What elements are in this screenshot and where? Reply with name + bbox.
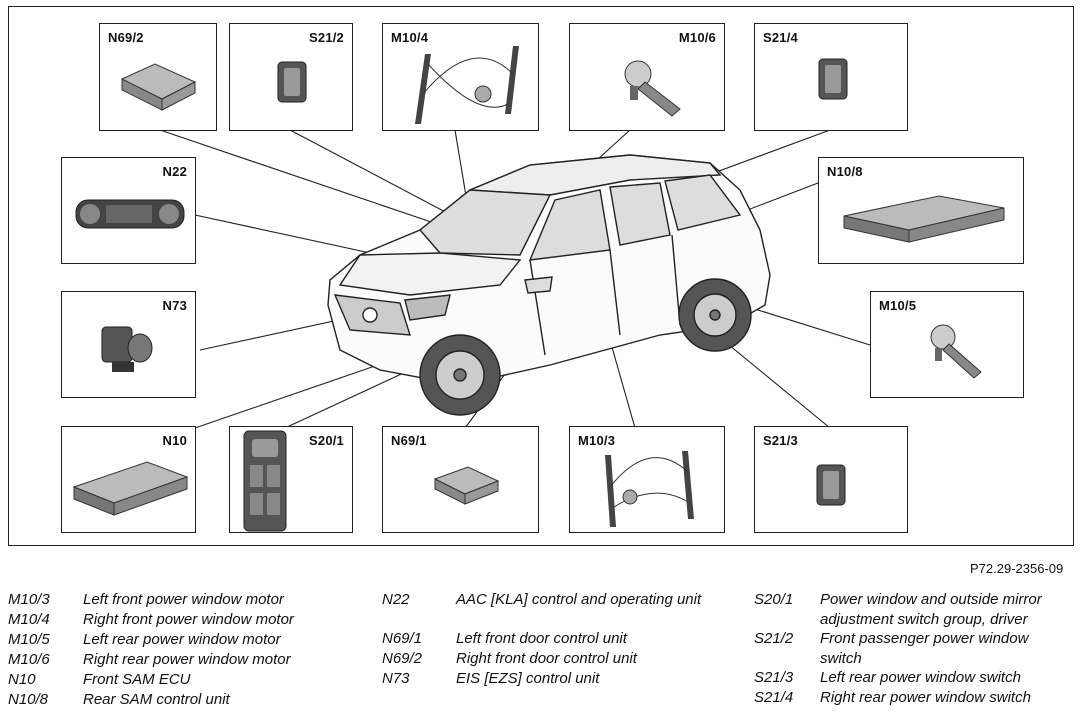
legend-row: S20/1 Power window and outside mirror adj… xyxy=(754,590,1084,629)
component-box-n69-1: N69/1 xyxy=(382,426,539,533)
component-box-n22: N22 xyxy=(61,157,196,264)
legend-row: N69/2 Right front door control unit xyxy=(382,649,722,669)
legend-desc: AAC [KLA] control and operating unit xyxy=(456,591,702,608)
component-box-s21-3: S21/3 xyxy=(754,426,908,533)
window-switch-icon xyxy=(816,464,846,506)
window-regulator-icon xyxy=(605,451,694,527)
legend-code: N69/1 xyxy=(382,630,423,647)
box-label: M10/4 xyxy=(391,30,429,45)
component-box-n69-2: N69/2 xyxy=(99,23,217,131)
component-box-s21-2: S21/2 xyxy=(229,23,353,131)
legend-code: M10/4 xyxy=(8,611,50,628)
legend-desc: Power window and outside mirror adjustme… xyxy=(820,591,1042,628)
window-motor-icon xyxy=(624,60,681,117)
legend-desc: Left front power window motor xyxy=(83,591,284,608)
window-regulator-icon xyxy=(415,46,519,124)
switch-group-icon xyxy=(243,430,287,532)
component-box-s20-1: S20/1 xyxy=(229,426,353,533)
legend-code: S21/2 xyxy=(754,630,794,647)
legend-code: S21/4 xyxy=(754,689,794,706)
legend-column-3: S20/1 Power window and outside mirror adj… xyxy=(754,590,1084,708)
ignition-switch-icon xyxy=(101,326,153,372)
legend-row: S21/4 Right rear power window switch xyxy=(754,688,1084,708)
legend-row: M10/3 Left front power window motor xyxy=(8,590,358,610)
box-label: S21/4 xyxy=(763,30,798,45)
legend-desc: Left rear power window switch xyxy=(820,669,1021,686)
box-label: N10/8 xyxy=(827,164,863,179)
window-motor-icon xyxy=(930,324,982,379)
box-label: N69/2 xyxy=(108,30,144,45)
legend-code: N22 xyxy=(382,591,410,608)
legend-desc: Rear SAM control unit xyxy=(83,691,230,708)
legend-desc: Right rear power window switch xyxy=(820,689,1031,706)
legend-desc: Front SAM ECU xyxy=(83,671,191,688)
window-switch-icon xyxy=(818,58,848,100)
legend-row: M10/6 Right rear power window motor xyxy=(8,650,358,670)
legend-code: M10/5 xyxy=(8,631,50,648)
box-label: S21/2 xyxy=(309,30,344,45)
box-label: N73 xyxy=(162,298,187,313)
legend-code: N73 xyxy=(382,670,410,687)
component-box-m10-6: M10/6 xyxy=(569,23,725,131)
legend-code: N69/2 xyxy=(382,650,423,667)
box-label: N10 xyxy=(162,433,187,448)
legend-row: M10/4 Right front power window motor xyxy=(8,610,358,630)
legend-code: N10/8 xyxy=(8,691,49,708)
legend-desc: Right rear power window motor xyxy=(83,651,291,668)
front-sam-ecu-icon xyxy=(72,461,189,516)
legend-row: S21/3 Left rear power window switch xyxy=(754,668,1084,688)
legend-desc: Right front power window motor xyxy=(83,611,294,628)
legend-desc: EIS [EZS] control unit xyxy=(456,670,600,687)
box-label: S20/1 xyxy=(309,433,344,448)
box-label: M10/5 xyxy=(879,298,917,313)
box-label: N22 xyxy=(162,164,187,179)
component-box-m10-5: M10/5 xyxy=(870,291,1024,398)
legend-row: M10/5 Left rear power window motor xyxy=(8,630,358,650)
component-box-m10-3: M10/3 xyxy=(569,426,725,533)
component-box-n10-8: N10/8 xyxy=(818,157,1024,264)
component-box-n73: N73 xyxy=(61,291,196,398)
legend-code: M10/3 xyxy=(8,591,50,608)
door-control-unit-icon xyxy=(120,63,197,111)
legend-row: N73 EIS [EZS] control unit xyxy=(382,669,722,689)
component-box-n10: N10 xyxy=(61,426,196,533)
figure-id: P72.29-2356-09 xyxy=(970,561,1064,576)
legend-desc: Left front door control unit xyxy=(456,630,627,647)
component-box-s21-4: S21/4 xyxy=(754,23,908,131)
legend-row: N69/1 Left front door control unit xyxy=(382,629,722,649)
box-label: N69/1 xyxy=(391,433,427,448)
legend-row: N10 Front SAM ECU xyxy=(8,670,358,690)
component-box-m10-4: M10/4 xyxy=(382,23,539,131)
legend-code: S21/3 xyxy=(754,669,794,686)
legend-code: S20/1 xyxy=(754,591,794,608)
door-control-unit-icon xyxy=(433,466,500,505)
legend-row: N10/8 Rear SAM control unit xyxy=(8,690,358,710)
legend-row: N22 AAC [KLA] control and operating unit xyxy=(382,590,722,629)
legend-row: S21/2 Front passenger power window switch xyxy=(754,629,1084,668)
legend-code: N10 xyxy=(8,671,36,688)
box-label: M10/3 xyxy=(578,433,616,448)
legend-code: M10/6 xyxy=(8,651,50,668)
legend-desc: Right front door control unit xyxy=(456,650,637,667)
climate-control-panel-icon xyxy=(75,199,185,229)
box-label: S21/3 xyxy=(763,433,798,448)
legend-desc: Left rear power window motor xyxy=(83,631,281,648)
legend-desc: Front passenger power window switch xyxy=(820,630,1029,667)
box-label: M10/6 xyxy=(678,30,716,45)
window-switch-icon xyxy=(277,61,307,103)
legend-column-1: M10/3 Left front power window motor M10/4… xyxy=(8,590,358,710)
vehicle-illustration xyxy=(327,154,771,416)
sam-control-unit-icon xyxy=(843,195,1005,243)
